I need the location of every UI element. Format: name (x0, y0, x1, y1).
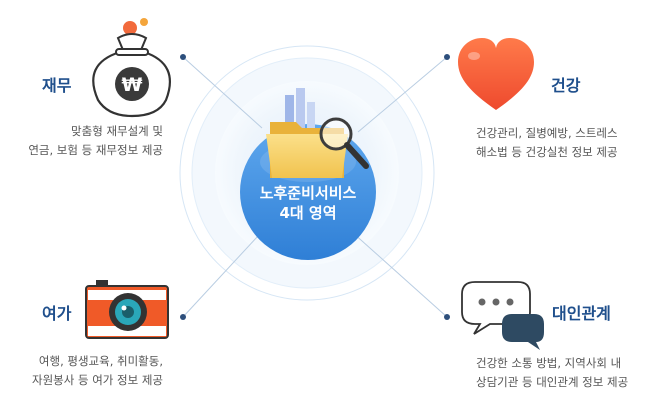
center-label: 노후준비서비스 4대 영역 (240, 183, 376, 223)
svg-text:₩: ₩ (122, 74, 143, 96)
camera-icon (85, 280, 169, 339)
center-label-line2: 4대 영역 (279, 204, 337, 222)
center-label-line1: 노후준비서비스 (259, 184, 357, 202)
area-title-finance: 재무 (42, 76, 72, 95)
heart-icon (458, 38, 534, 110)
area-title-health: 건강 (551, 76, 581, 95)
area-desc-relations: 건강한 소통 방법, 지역사회 내 상담기관 등 대인관계 정보 제공 (476, 356, 629, 389)
speech-bubbles-icon (461, 281, 544, 350)
area-desc-finance: 맞춤형 재무설계 및 연금, 보험 등 재무정보 제공 (28, 124, 163, 157)
area-desc-health: 건강관리, 질병예방, 스트레스 해소법 등 건강실천 정보 제공 (476, 126, 618, 159)
area-title-leisure: 여가 (42, 304, 72, 323)
connector-lines (182, 56, 448, 318)
money-bag-icon: ₩ (92, 18, 171, 118)
area-title-relations: 대인관계 (552, 304, 611, 323)
area-desc-leisure: 여행, 평생교육, 취미활동, 자원봉사 등 여가 정보 제공 (31, 354, 163, 387)
connector-dots (180, 54, 450, 320)
folder-magnifier-icon (266, 88, 369, 178)
